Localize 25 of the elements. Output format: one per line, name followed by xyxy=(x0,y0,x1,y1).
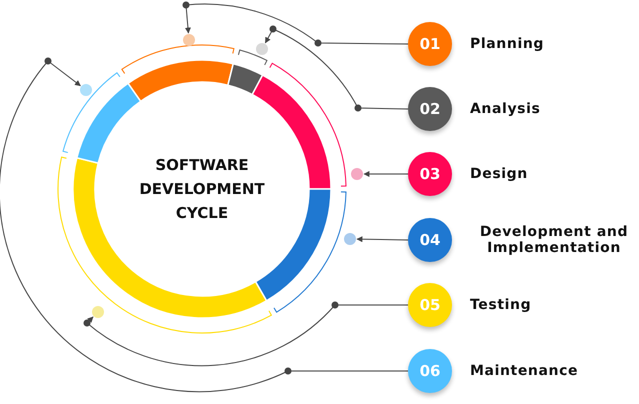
step-number-circle: 03 xyxy=(408,152,452,196)
stage-label: Planning xyxy=(470,36,544,52)
stage-label: Design xyxy=(470,166,528,182)
step-number-circle: 02 xyxy=(408,87,452,131)
step-number-circle: 01 xyxy=(408,22,452,66)
leader-line xyxy=(182,2,408,46)
stage-label: Analysis xyxy=(470,101,540,117)
marker-dot xyxy=(256,43,268,55)
stage-label: Development and Implementation xyxy=(478,224,630,256)
center-title: SOFTWARE DEVELOPMENT CYCLE xyxy=(138,155,266,224)
leader-line xyxy=(84,302,408,366)
marker-dot xyxy=(344,233,356,245)
stage-label: Testing xyxy=(470,297,532,313)
leader-line xyxy=(0,58,408,392)
leader-line xyxy=(264,26,408,112)
leader-line xyxy=(356,236,408,242)
marker-dot xyxy=(92,306,104,318)
marker-dot xyxy=(351,168,363,180)
marker-dot xyxy=(80,84,92,96)
step-number-circle: 04 xyxy=(408,218,452,262)
leader-line xyxy=(364,171,408,177)
stage-label: Maintenance xyxy=(470,363,578,379)
step-number-circle: 05 xyxy=(408,283,452,327)
marker-dot xyxy=(183,34,195,46)
step-number-circle: 06 xyxy=(408,349,452,393)
